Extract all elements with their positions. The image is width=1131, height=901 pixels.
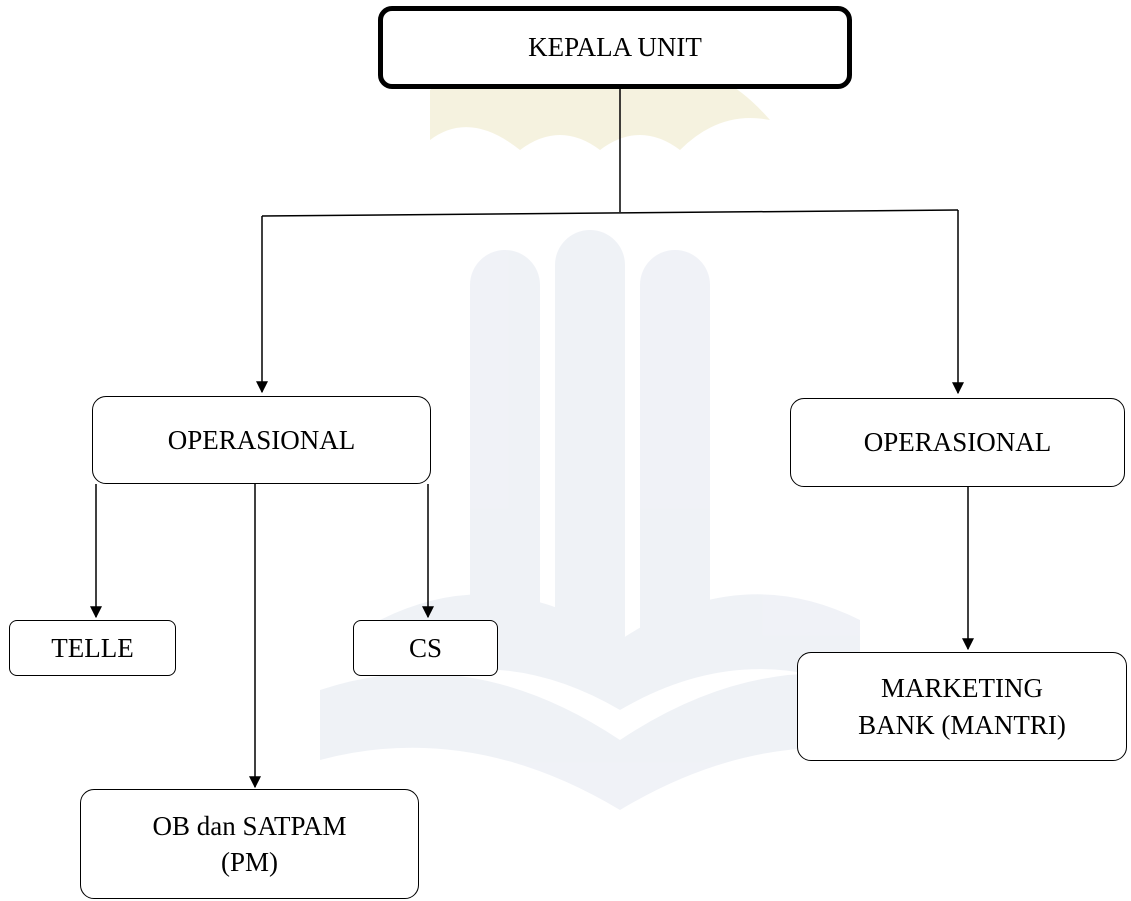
node-operasional-right: OPERASIONAL bbox=[790, 398, 1125, 487]
node-operasional-right-label: OPERASIONAL bbox=[863, 427, 1052, 458]
node-ob-satpam-label: OB dan SATPAM (PM) bbox=[152, 810, 347, 877]
node-cs: CS bbox=[353, 620, 498, 676]
node-marketing-bank: MARKETING BANK (MANTRI) bbox=[797, 652, 1127, 761]
node-teller-label: TELLE bbox=[51, 632, 134, 663]
node-operasional-left: OPERASIONAL bbox=[92, 396, 431, 484]
node-cs-label: CS bbox=[408, 632, 443, 663]
node-kepala-unit-label: KEPALA UNIT bbox=[528, 32, 702, 63]
connector-horizontal-bar bbox=[261, 209, 959, 217]
node-marketing-bank-label: MARKETING BANK (MANTRI) bbox=[858, 673, 1066, 740]
node-teller: TELLE bbox=[9, 620, 176, 676]
node-kepala-unit: KEPALA UNIT bbox=[378, 6, 852, 89]
node-operasional-left-label: OPERASIONAL bbox=[167, 424, 356, 455]
node-ob-satpam: OB dan SATPAM (PM) bbox=[80, 789, 419, 899]
